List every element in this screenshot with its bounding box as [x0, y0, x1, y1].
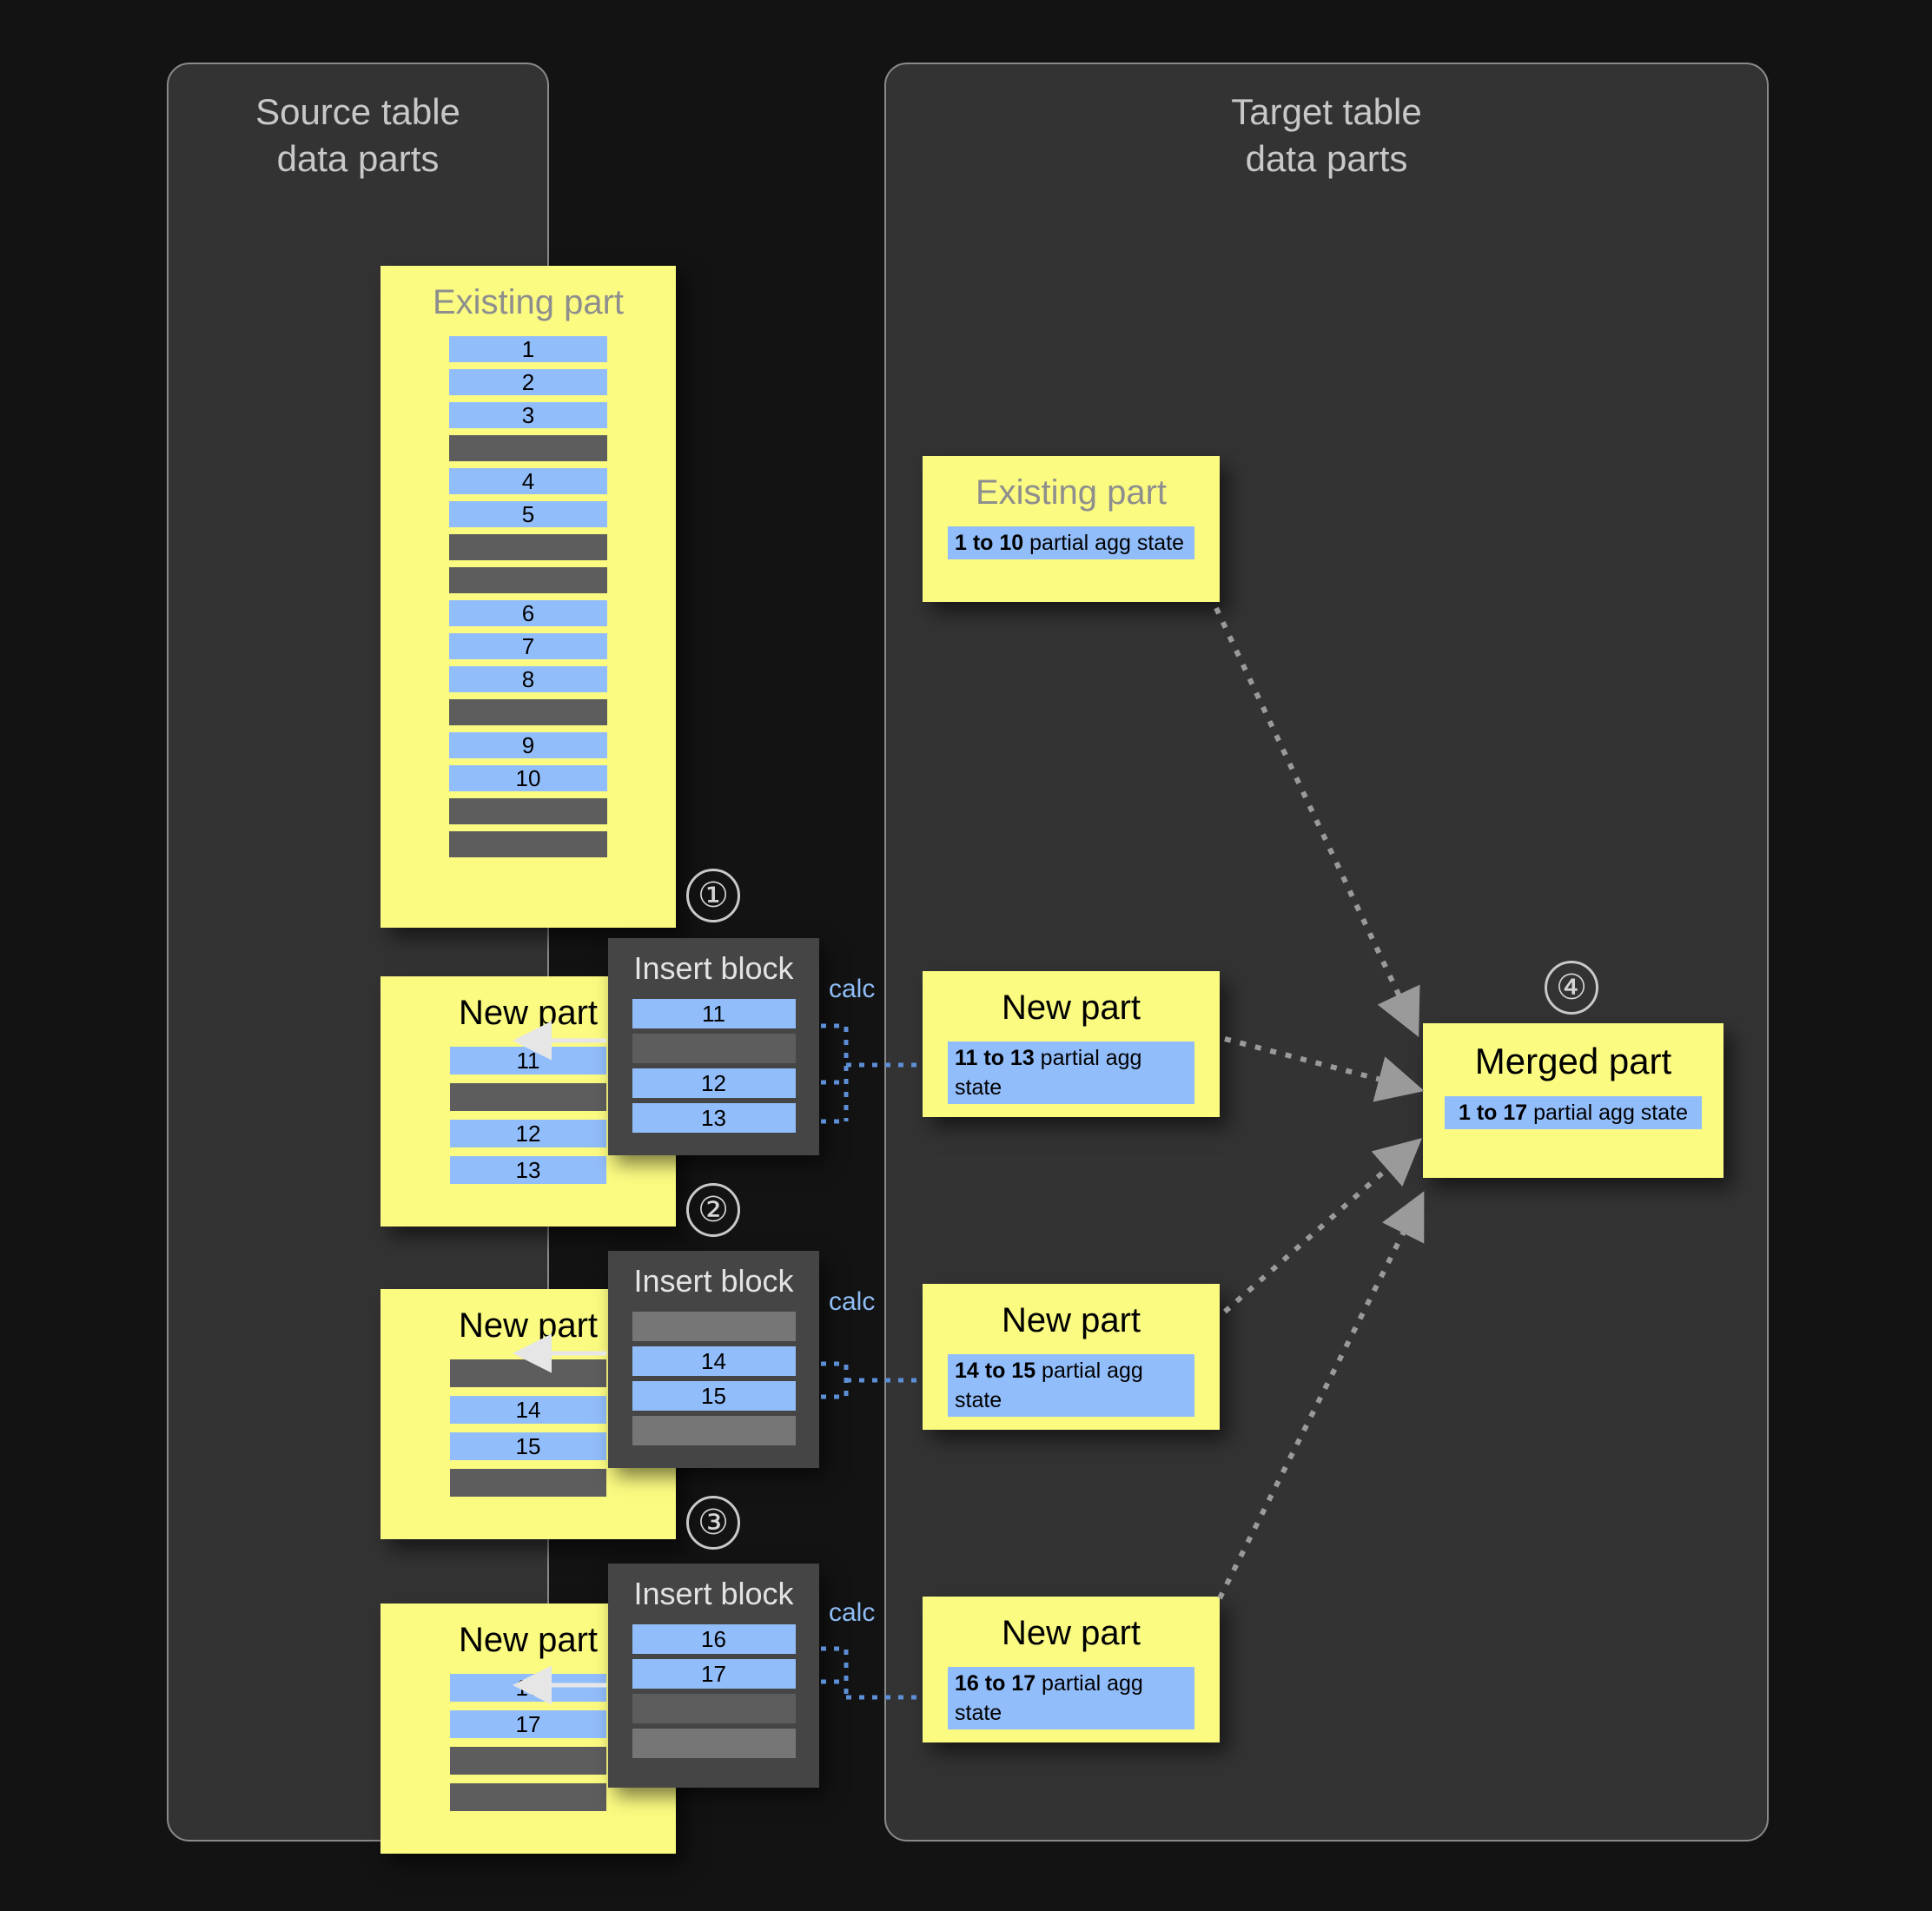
insert-block-2-label: Insert block	[633, 1263, 794, 1299]
target-merged-part-state: 1 to 17 partial agg state	[1445, 1096, 1702, 1129]
target-existing-part-state: 1 to 10 partial agg state	[948, 526, 1194, 559]
data-row-empty	[449, 798, 607, 824]
target-new-part-1-label: New part	[1001, 989, 1141, 1027]
insert-block-1-label: Insert block	[633, 950, 794, 986]
target-new-part-3-label: New part	[1001, 1614, 1141, 1652]
data-row-value: 10	[449, 765, 607, 791]
calc-label-2: calc	[829, 1287, 876, 1316]
data-row-value: 8	[449, 666, 607, 692]
source-existing-part: Existing part 1 2 3 4 5 6 7 8 9 10	[380, 266, 676, 928]
state-suffix: partial agg state	[955, 1046, 1142, 1100]
source-existing-part-label: Existing part	[432, 283, 625, 321]
state-range: 14 to 15	[955, 1359, 1036, 1383]
state-range: 1 to 10	[955, 531, 1024, 555]
data-row-value: 15	[450, 1432, 606, 1460]
data-row-empty	[632, 1694, 796, 1723]
target-new-part-2: New part 14 to 15 partial agg state	[923, 1284, 1220, 1430]
data-row-value: 12	[450, 1120, 606, 1147]
state-suffix: partial agg state	[955, 1671, 1143, 1725]
data-row-empty	[450, 1083, 606, 1111]
data-row-value: 16	[632, 1624, 796, 1654]
data-row-value: 11	[632, 999, 796, 1028]
insert-block-3-label: Insert block	[633, 1576, 794, 1611]
target-new-part-3-state: 16 to 17 partial agg state	[948, 1667, 1194, 1729]
insert-block-1-rows: 11 12 13	[608, 999, 819, 1133]
state-suffix: partial agg state	[1023, 531, 1185, 555]
data-row-value: 1	[449, 336, 607, 362]
data-row-value: 14	[632, 1346, 796, 1376]
step-number-4: ④	[1545, 961, 1598, 1015]
data-row-value: 7	[449, 633, 607, 659]
data-row-empty	[450, 1469, 606, 1497]
target-existing-part-label: Existing part	[975, 473, 1168, 512]
target-merged-part: Merged part 1 to 17 partial agg state	[1423, 1023, 1724, 1178]
data-row-empty	[632, 1034, 796, 1063]
target-new-part-2-state: 14 to 15 partial agg state	[948, 1354, 1194, 1417]
data-row-value: 17	[632, 1659, 796, 1689]
source-panel-title: Source table data parts	[255, 91, 460, 179]
data-row-value: 6	[449, 600, 607, 626]
data-row-empty	[632, 1729, 796, 1758]
data-row-value: 14	[450, 1396, 606, 1424]
target-new-part-3: New part 16 to 17 partial agg state	[923, 1597, 1220, 1742]
insert-block-1: Insert block 11 12 13	[608, 938, 819, 1155]
step-number-2: ②	[686, 1183, 740, 1237]
data-row-value: 13	[632, 1103, 796, 1133]
state-range: 16 to 17	[955, 1671, 1036, 1696]
state-suffix: partial agg state	[1527, 1101, 1689, 1125]
target-existing-part: Existing part 1 to 10 partial agg state	[923, 456, 1220, 602]
data-row-value: 5	[449, 501, 607, 527]
source-existing-part-rows: 1 2 3 4 5 6 7 8 9 10	[380, 336, 676, 857]
data-row-value: 17	[450, 1710, 606, 1738]
data-row-value: 16	[450, 1674, 606, 1702]
data-row-empty	[450, 1783, 606, 1811]
data-row-value: 2	[449, 369, 607, 395]
calc-label-1: calc	[829, 975, 876, 1003]
target-new-part-2-label: New part	[1001, 1301, 1141, 1339]
source-new-part-3-label: New part	[458, 1621, 599, 1659]
data-row-value: 12	[632, 1068, 796, 1098]
data-row-empty	[449, 435, 607, 461]
data-row-value: 13	[450, 1156, 606, 1184]
data-row-value: 3	[449, 402, 607, 428]
data-row-empty	[632, 1312, 796, 1341]
data-row-empty	[632, 1416, 796, 1445]
target-table-panel: Target table data parts	[884, 63, 1769, 1842]
calc-label-3: calc	[829, 1598, 876, 1627]
state-suffix: partial agg state	[955, 1359, 1143, 1412]
data-row-empty	[449, 699, 607, 725]
target-new-part-1-state: 11 to 13 partial agg state	[948, 1041, 1194, 1104]
data-row-value: 9	[449, 732, 607, 758]
step-number-1: ①	[686, 869, 740, 922]
target-new-part-1: New part 11 to 13 partial agg state	[923, 971, 1220, 1117]
data-row-value: 11	[450, 1047, 606, 1075]
step-number-3: ③	[686, 1496, 740, 1550]
data-row-empty	[450, 1747, 606, 1775]
data-row-empty	[450, 1359, 606, 1387]
target-panel-title: Target table data parts	[1231, 91, 1422, 179]
data-row-value: 4	[449, 468, 607, 494]
data-row-value: 15	[632, 1381, 796, 1411]
state-range: 1 to 17	[1458, 1101, 1528, 1125]
data-row-empty	[449, 831, 607, 857]
data-row-empty	[449, 567, 607, 593]
target-merged-part-label: Merged part	[1474, 1041, 1672, 1081]
state-range: 11 to 13	[955, 1046, 1035, 1070]
data-row-empty	[449, 534, 607, 560]
